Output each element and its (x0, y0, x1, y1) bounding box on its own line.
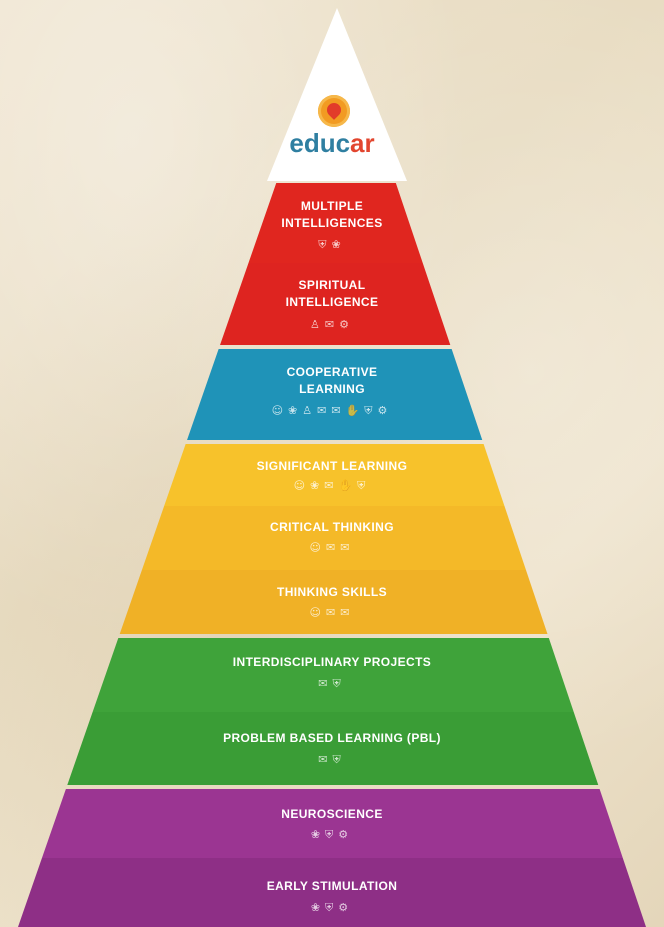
tier-icons-critical-thinking: ☺✉✉ (0, 542, 664, 554)
gear-icon: ⚙ (339, 318, 354, 331)
tier-label-critical-thinking: CRITICAL THINKING (270, 520, 394, 534)
head-icon: ☺ (309, 541, 327, 554)
tier-icons-early-stimulation: ❀⛨⚙ (0, 902, 664, 914)
shield-icon: ⛨ (318, 238, 332, 251)
tier-problem-based-learning (67, 712, 599, 785)
chat-icon: ✉ (331, 404, 346, 417)
gear-icon: ⚙ (338, 828, 354, 841)
educar-logo: educar (289, 128, 375, 158)
tier-icons-thinking-skills: ☺✉✉ (0, 607, 664, 619)
tier-icons-cooperative-learning: ☺❀♙✉✉✋⛨⚙ (0, 405, 664, 417)
person-icon: ♙ (310, 318, 325, 331)
gear-icon: ⚙ (338, 901, 354, 914)
tier-multiple-intelligences (248, 183, 423, 263)
tier-thinking-skills (119, 570, 548, 634)
hand-icon: ✋ (345, 404, 365, 417)
tier-critical-thinking (141, 506, 526, 570)
shield-icon: ⛨ (332, 753, 346, 766)
tier-icons-interdisciplinary-projects: ✉⛨ (0, 678, 664, 690)
tier-icons-problem-based-learning: ✉⛨ (0, 754, 664, 766)
chat-icon: ✉ (326, 606, 341, 619)
chat-icon: ✉ (324, 318, 340, 331)
tier-spiritual-intelligence (220, 263, 451, 345)
head-icon: ☺ (293, 479, 311, 492)
shield-icon: ⛨ (357, 479, 371, 492)
hand-icon: ✋ (338, 479, 358, 492)
tier-label-thinking-skills: THINKING SKILLS (277, 585, 387, 599)
tier-early-stimulation (18, 858, 646, 927)
tier-cooperative-learning (187, 349, 483, 440)
tier-label-early-stimulation: EARLY STIMULATION (266, 879, 398, 893)
chat-icon: ✉ (340, 606, 355, 619)
person-icon: ♙ (302, 404, 318, 417)
brain-icon: ❀ (331, 238, 346, 251)
shield-icon: ⛨ (325, 828, 339, 841)
tier-neuroscience (41, 789, 623, 858)
chat-icon: ✉ (340, 541, 355, 554)
gear-icon: ⚙ (377, 404, 393, 417)
shield-icon: ⛨ (332, 677, 346, 690)
tier-label-interdisciplinary-projects: INTERDISCIPLINARY PROJECTS (232, 655, 432, 669)
tier-icons-multiple-intelligences: ⛨❀ (0, 239, 664, 251)
chat-icon: ✉ (318, 753, 333, 766)
brain-icon: ❀ (310, 901, 326, 914)
head-icon: ☺ (271, 404, 289, 417)
tier-icons-spiritual-intelligence: ♙✉⚙ (0, 319, 664, 331)
shield-icon: ⛨ (325, 901, 339, 914)
tier-label-neuroscience: NEUROSCIENCE (281, 807, 383, 821)
brain-icon: ❀ (288, 404, 303, 417)
tier-icons-neuroscience: ❀⛨⚙ (0, 829, 664, 841)
brain-icon: ❀ (310, 479, 325, 492)
shield-icon: ⛨ (364, 404, 378, 417)
brain-icon: ❀ (310, 828, 326, 841)
chat-icon: ✉ (326, 541, 341, 554)
tier-label-problem-based-learning: PROBLEM BASED LEARNING (PBL) (223, 731, 441, 745)
chat-icon: ✉ (318, 677, 333, 690)
tier-label-significant-learning: SIGNIFICANT LEARNING (256, 459, 408, 473)
chat-icon: ✉ (317, 404, 332, 417)
tier-icons-significant-learning: ☺❀✉✋⛨ (0, 480, 664, 492)
educar-logo-icon (318, 95, 350, 127)
tier-interdisciplinary-projects (92, 638, 574, 712)
tier-significant-learning (164, 444, 505, 506)
chat-icon: ✉ (324, 479, 339, 492)
head-icon: ☺ (309, 606, 327, 619)
